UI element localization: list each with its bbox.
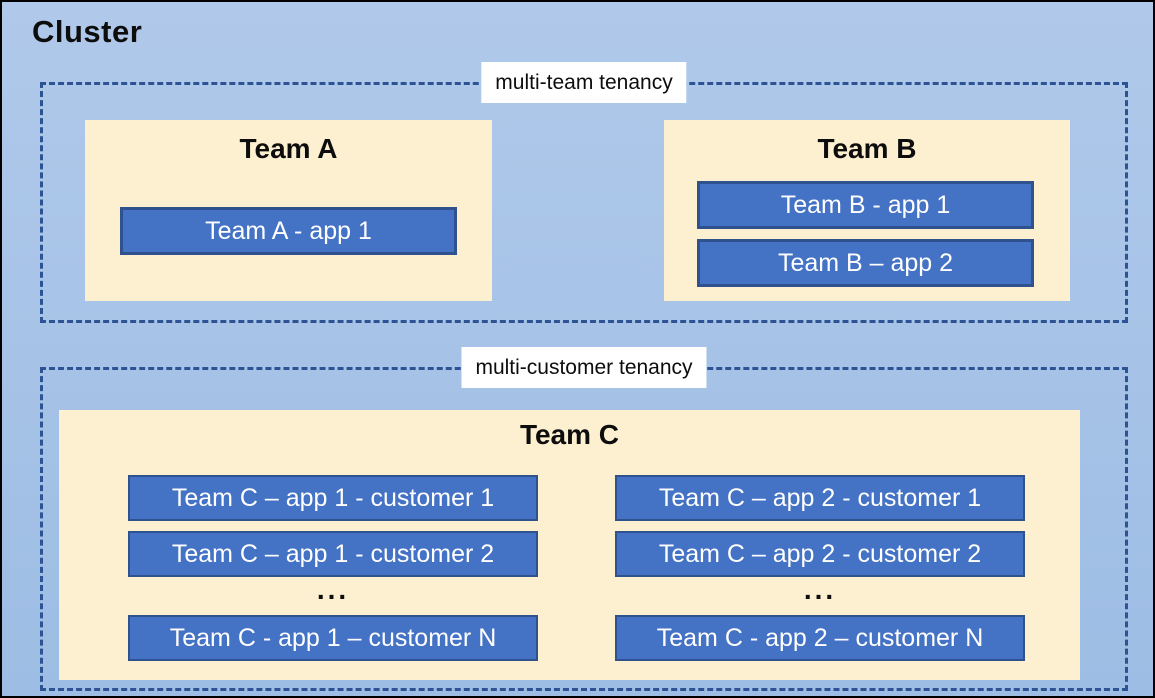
cluster-title: Cluster bbox=[32, 14, 143, 49]
team-b-panel: Team B Team B - app 1 Team B – app 2 bbox=[664, 120, 1070, 301]
team-c-app2-customer-2-box: Team C – app 2 - customer 2 bbox=[615, 531, 1025, 577]
team-b-title: Team B bbox=[817, 133, 917, 164]
team-c-app2-ellipsis: ... bbox=[803, 574, 837, 605]
team-c-title: Team C bbox=[519, 419, 620, 450]
team-a-panel: Team A Team A - app 1 bbox=[85, 120, 492, 301]
multi-customer-label: multi-customer tenancy bbox=[461, 347, 707, 388]
team-c-app2-customer-1-box: Team C – app 2 - customer 1 bbox=[615, 475, 1025, 521]
team-a-app-1-box: Team A - app 1 bbox=[120, 207, 457, 255]
team-c-app2-customer-n-box: Team C - app 2 – customer N bbox=[615, 615, 1025, 661]
team-c-app1-customer-1-box: Team C – app 1 - customer 1 bbox=[128, 475, 538, 521]
team-b-app-1-box: Team B - app 1 bbox=[697, 181, 1034, 229]
team-c-app1-customer-2-box: Team C – app 1 - customer 2 bbox=[128, 531, 538, 577]
team-a-title: Team A bbox=[239, 133, 338, 164]
multi-team-boundary: multi-team tenancy bbox=[40, 62, 1128, 323]
team-c-app1-ellipsis: ... bbox=[316, 574, 350, 605]
team-c-app1-customer-n-box: Team C - app 1 – customer N bbox=[128, 615, 538, 661]
multi-team-label: multi-team tenancy bbox=[481, 62, 687, 103]
team-b-app-2-box: Team B – app 2 bbox=[697, 239, 1034, 287]
multi-customer-boundary: multi-customer tenancy bbox=[40, 347, 1128, 691]
team-c-panel: Team C Team C – app 1 - customer 1 Team … bbox=[59, 410, 1080, 680]
